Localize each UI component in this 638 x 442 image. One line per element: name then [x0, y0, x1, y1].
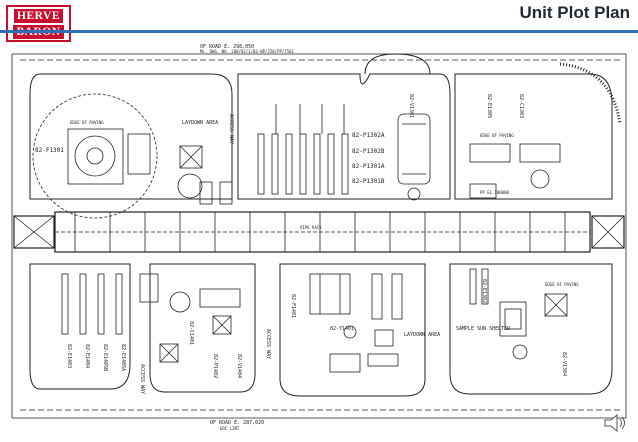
tag-f1301: 82-F1301 — [35, 147, 64, 154]
hatched-curve — [559, 62, 622, 125]
pump-rows — [257, 104, 349, 195]
road-top-label: OF ROAD E. 298,050 — [200, 44, 254, 50]
tag-e1305: 82-E1305 — [486, 94, 492, 118]
road-boundary — [11, 53, 627, 419]
pipe-rack-label: PIPE RACK — [300, 225, 322, 230]
right-top-equipment — [469, 143, 561, 199]
tag-v1301: 82-V1301 — [408, 94, 414, 118]
tag-e1404: 82-E1404 — [84, 344, 90, 368]
exchanger-bank — [61, 273, 241, 363]
tag-e1403: 82-E1403 — [66, 344, 72, 368]
tag-v1404: 82-V1404 — [236, 354, 242, 378]
slide-title: Unit Plot Plan — [519, 3, 631, 22]
pipe-rack — [13, 211, 625, 253]
speaker-icon[interactable] — [602, 412, 628, 434]
tag-y1401: 82-Y1401 — [330, 326, 354, 332]
access-way-middle: ACCESS WAY — [265, 329, 271, 359]
vessel-v1301 — [397, 113, 431, 201]
road-top-note: ML. DWG. NO. 200/82/1/02-WP/250/PP/7501 — [200, 49, 295, 54]
edge-paving-mid: EDGE OF PAVING — [480, 133, 514, 138]
tag-p1302b: 82-P1302B — [352, 148, 385, 155]
tag-e1302: 82-E1302 — [481, 279, 487, 303]
logo-line-1: HERVE — [14, 8, 63, 23]
plot-plan-drawing: OF ROAD E. 298,050 ML. DWG. NO. 200/82/1… — [11, 44, 627, 431]
el-note: PP EL.100000 — [480, 190, 509, 195]
laydown-right-label: LAYDOWN AREA — [404, 332, 440, 338]
access-way-bottom-left: ACCESS WAY — [139, 364, 145, 394]
right-south-equipment — [469, 268, 568, 360]
edge-paving-left: EDGE OF PAVING — [70, 120, 104, 125]
tag-e1405b: 82-E1405B — [102, 344, 108, 371]
edge-paving-right: EDGE OF PAVING — [545, 282, 579, 287]
laydown-left-label: LAYDOWN AREA — [182, 120, 218, 126]
company-logo: HERVE BARON — [6, 5, 71, 42]
access-way-top: ACCESS WAY — [228, 114, 234, 144]
furnace-f1301 — [32, 93, 158, 219]
tag-c1303: 82-C1303 — [518, 94, 524, 118]
road-bottom-label: OF ROAD E. 287,020 — [210, 420, 264, 426]
tag-f1401: 82-F1401 — [290, 294, 296, 318]
tag-p1301b: 82-P1301B — [352, 178, 385, 185]
bottom-limit-label: ERC LINT — [220, 426, 240, 431]
laydown-area-left — [177, 145, 233, 205]
tag-p1402: 82-P1402 — [212, 354, 218, 378]
tag-v1304: 82-V1304 — [561, 352, 567, 376]
middle-south-equipment — [309, 273, 403, 373]
tag-p1302a: 82-P1302A — [352, 132, 385, 139]
tag-p1301a: 82-P1301A — [352, 163, 385, 170]
tag-e1405a: 82-E1405A — [120, 344, 126, 371]
sample-sun-shelter: SAMPLE SUN SHELTER — [456, 326, 511, 332]
tag-c1401: 82-C1401 — [188, 321, 194, 345]
title-divider — [0, 30, 638, 33]
